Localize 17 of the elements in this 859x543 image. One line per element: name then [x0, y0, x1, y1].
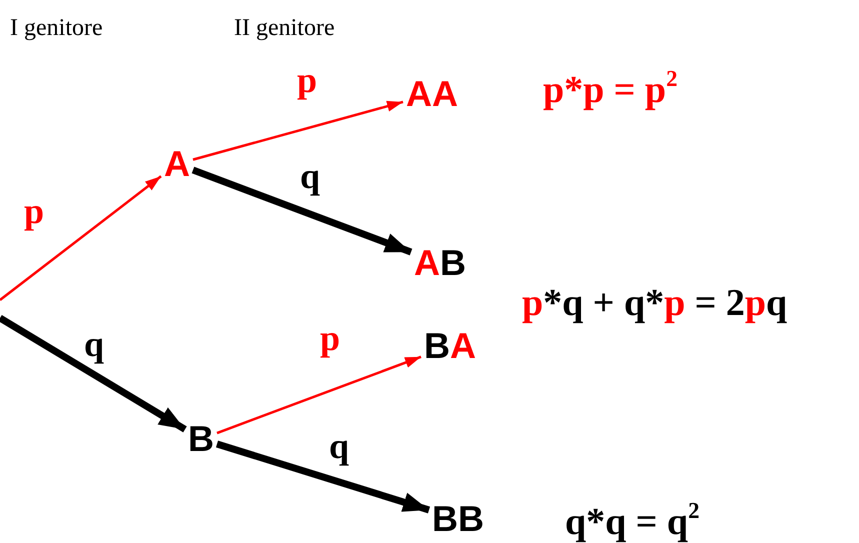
allele-label: AB: [414, 245, 466, 281]
arrow: [192, 166, 412, 256]
probability-formula: p*p = p$^{2}$: [543, 68, 678, 109]
arrow: [0, 315, 187, 432]
allele-label: BB: [432, 501, 484, 537]
probability-formula: q*q = q$^{2}$: [565, 500, 700, 541]
probability-formula: p*q + q*p = 2pq: [522, 284, 788, 322]
allele-label: A: [164, 146, 190, 182]
generation-heading: II genitore: [234, 16, 335, 40]
arrow: [192, 100, 404, 161]
arrow: [0, 175, 162, 301]
generation-heading: I genitore: [10, 16, 103, 40]
allele-label: BA: [424, 328, 476, 364]
allele-label: B: [188, 421, 214, 457]
arrow: [216, 440, 430, 514]
allele-label: AA: [406, 76, 458, 112]
arrow: [216, 356, 422, 434]
